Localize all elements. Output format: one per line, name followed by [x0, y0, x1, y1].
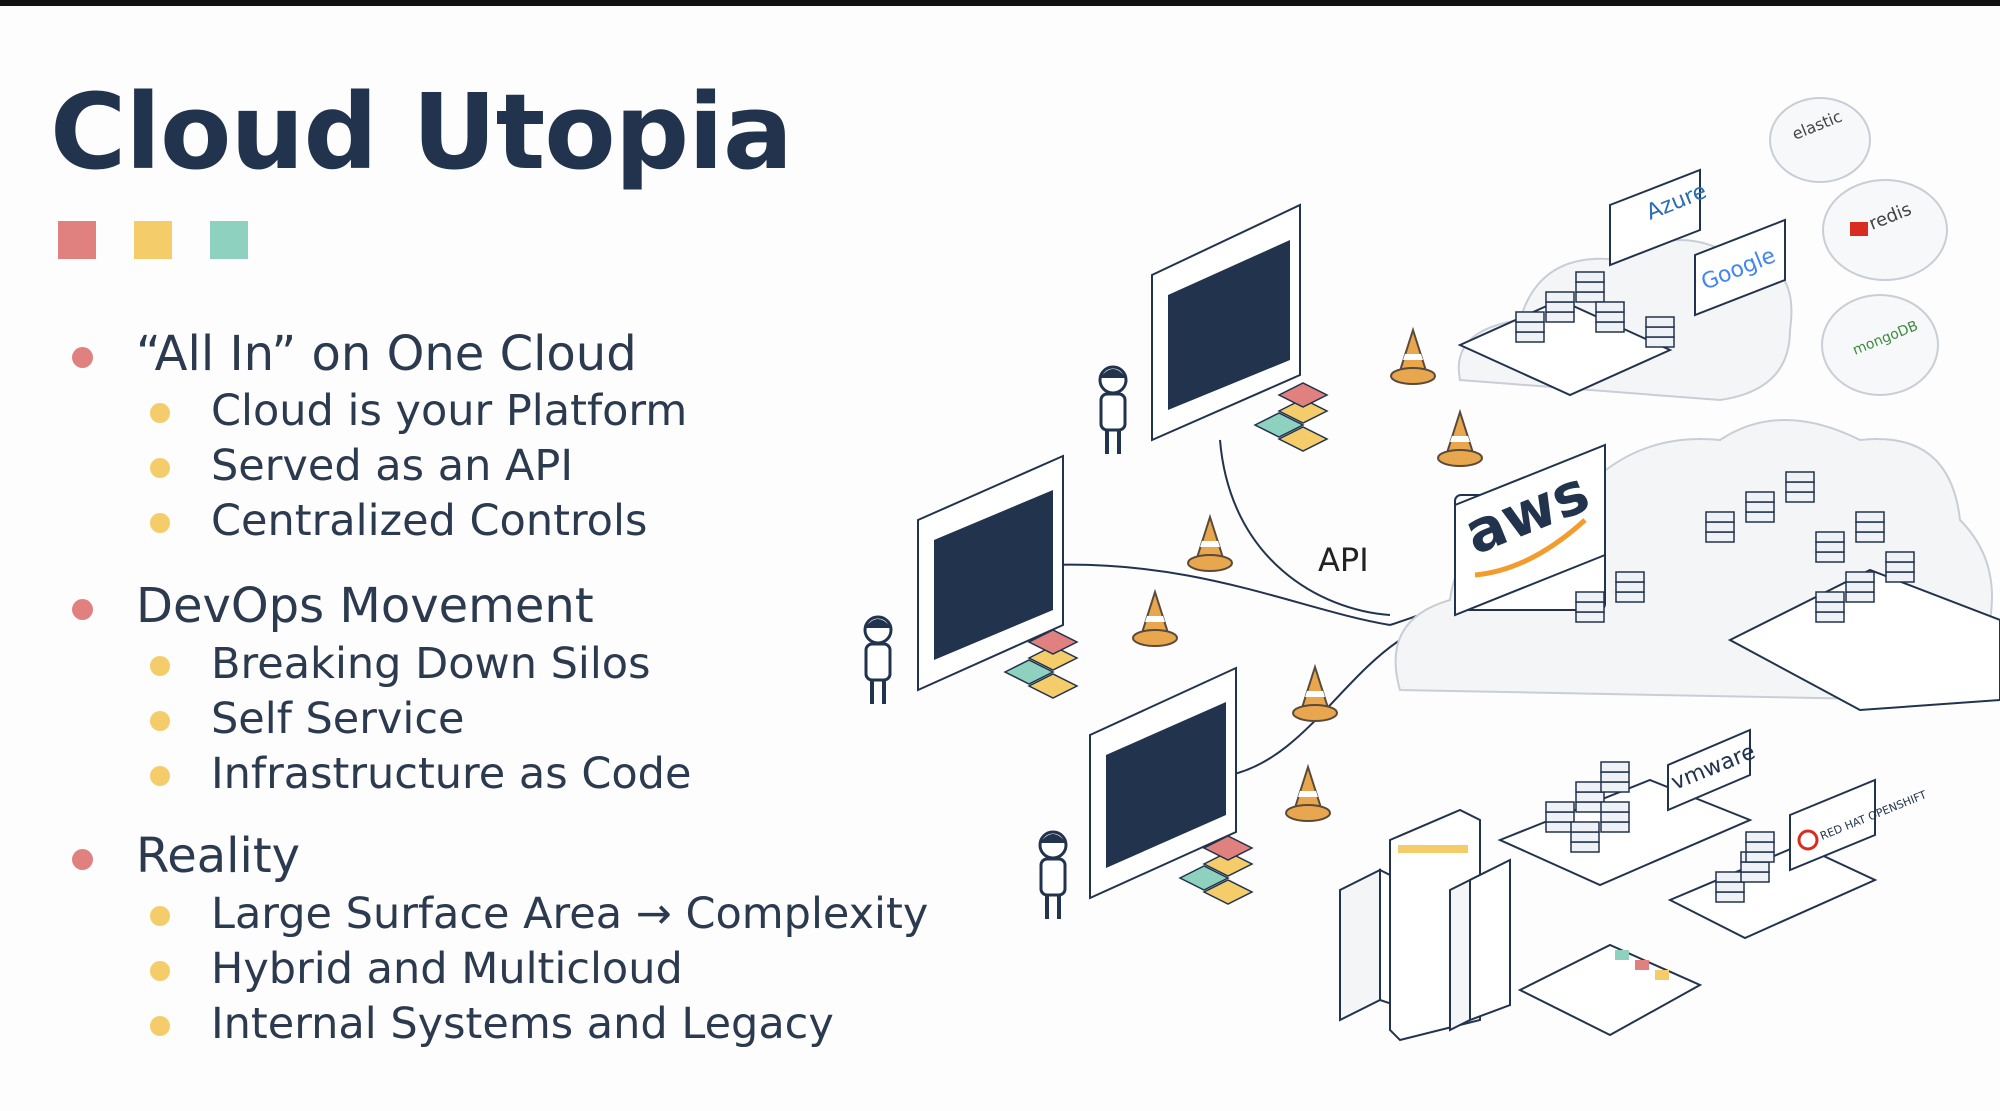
bullet-dot-secondary: [150, 513, 170, 533]
cube-stack-icon: [1254, 382, 1328, 452]
bullet-dot-secondary: [150, 403, 170, 423]
swatch-teal: [210, 221, 248, 259]
traffic-cone-icon: [1285, 766, 1331, 822]
server-platform-right: [1575, 471, 2000, 712]
person-icon: [1038, 830, 1068, 921]
bullet-dot-secondary: [150, 656, 170, 676]
building-icon: [1339, 808, 1511, 1042]
bullet-dot-secondary: [150, 906, 170, 926]
bullet-secondary: Self Service: [211, 694, 465, 744]
bullet-dot-secondary: [150, 766, 170, 786]
traffic-cone-icon: [1437, 411, 1483, 467]
cloud-illustration: Azure Google elastic redis mongoDB aws: [863, 97, 2000, 1042]
terminal-window-icon: [1151, 203, 1301, 442]
traffic-cone-icon: [1292, 666, 1338, 722]
bullet-secondary: Breaking Down Silos: [211, 639, 651, 689]
top-cloud-icon: Azure Google: [1457, 168, 1793, 402]
person-icon: [1098, 365, 1128, 456]
bullet-primary: “All In” on One Cloud: [136, 326, 637, 382]
terminal-window-icon: [1089, 666, 1237, 900]
openshift-platform: RED HAT OPENSHIFT: [1667, 778, 1929, 940]
traffic-cone-icon: [1390, 329, 1436, 385]
top-bar: [0, 0, 2000, 6]
bullet-dot-secondary: [150, 1016, 170, 1036]
redis-badge: redis: [1822, 179, 1948, 281]
elastic-badge: elastic: [1769, 97, 1871, 183]
bullet-dot-primary: [72, 347, 93, 368]
swatch-yellow: [134, 221, 172, 259]
terminal-window-icon: [917, 454, 1064, 692]
api-label: API: [1318, 541, 1369, 579]
bullet-dot-secondary: [150, 961, 170, 981]
person-icon: [863, 615, 893, 706]
vmware-platform: vmware: [1497, 728, 1759, 887]
slide-title: Cloud Utopia: [50, 71, 793, 193]
mongodb-badge: mongoDB: [1821, 294, 1939, 396]
map-tile-icon: [1517, 943, 1703, 1037]
bullet-secondary: Cloud is your Platform: [211, 386, 688, 436]
swatch-red: [58, 221, 96, 259]
traffic-cone-icon: [1187, 516, 1233, 572]
bullet-secondary: Infrastructure as Code: [211, 749, 692, 799]
bullet-secondary: Served as an API: [211, 441, 574, 491]
bullet-dot-secondary: [150, 711, 170, 731]
bullet-dot-primary: [72, 849, 93, 870]
bullet-secondary: Internal Systems and Legacy: [211, 999, 834, 1049]
bullet-dot-secondary: [150, 458, 170, 478]
bullet-secondary: Large Surface Area → Complexity: [211, 889, 929, 939]
traffic-cone-icon: [1132, 591, 1178, 647]
bullet-secondary: Hybrid and Multicloud: [211, 944, 683, 994]
bullet-secondary: Centralized Controls: [211, 496, 648, 546]
bullet-dot-primary: [72, 599, 93, 620]
bullet-primary: DevOps Movement: [136, 578, 594, 634]
bullet-primary: Reality: [136, 828, 301, 884]
